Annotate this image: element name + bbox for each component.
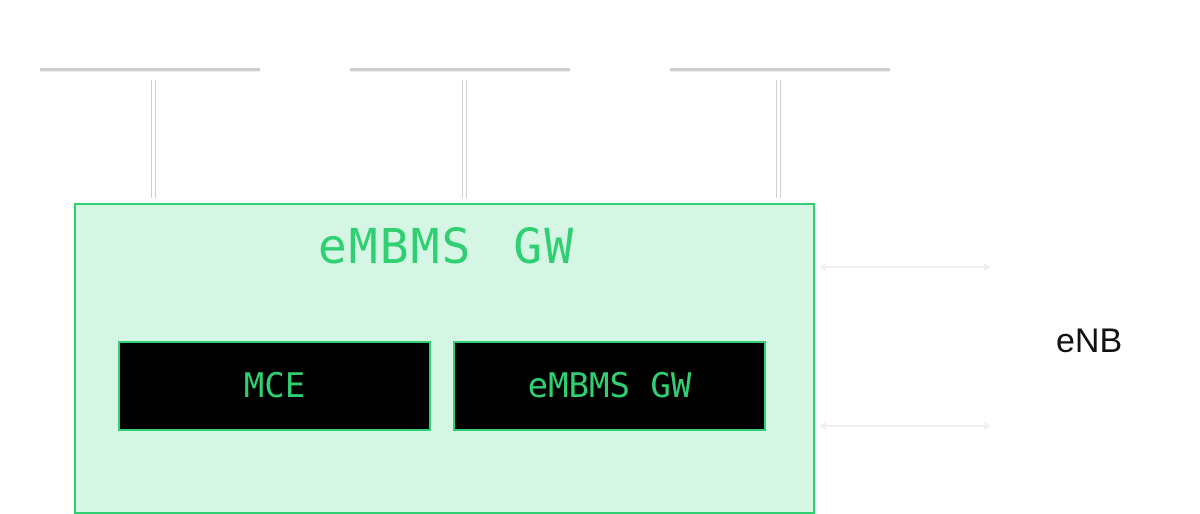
mce-box: MCE xyxy=(118,341,431,431)
connector-line-left xyxy=(151,80,156,198)
interface-line-middle xyxy=(350,68,570,71)
lower-link-arrow xyxy=(819,422,991,430)
embms-gw-inner-box: eMBMS GW xyxy=(453,341,766,431)
gateway-title: eMBMS GW xyxy=(317,219,576,275)
connector-line-right xyxy=(776,80,781,198)
upper-link-arrow xyxy=(819,263,991,271)
enb-label: eNB xyxy=(1056,322,1123,360)
interface-line-right xyxy=(670,68,890,71)
connector-line-middle xyxy=(462,80,467,198)
interface-line-left xyxy=(40,68,260,71)
embms-gw-box: eMBMS GW MCE eMBMS GW xyxy=(74,203,815,514)
